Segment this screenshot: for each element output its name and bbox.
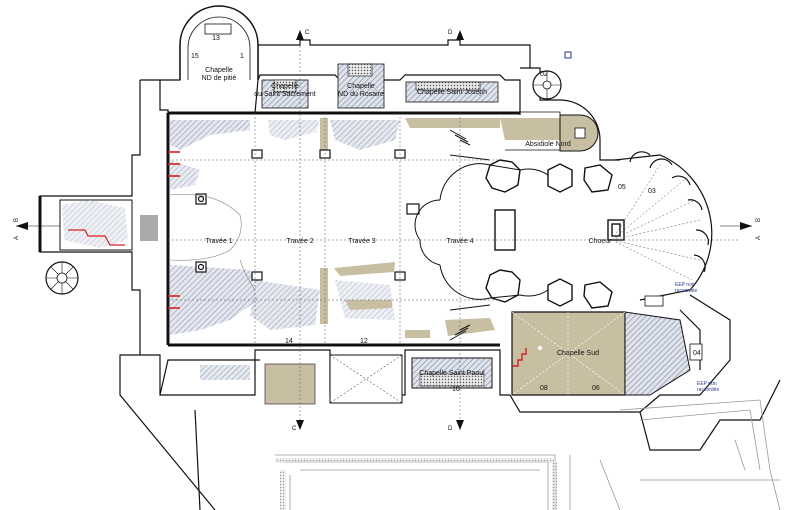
saint-sacrement-altar [273, 79, 297, 93]
num-13: 13 [212, 35, 220, 42]
section-c-top: C [305, 30, 310, 36]
label-chapelle-nd-pitie: Chapelle [205, 67, 233, 74]
num-14: 14 [285, 338, 293, 345]
label-saint-joseph: Chapelle Saint Joseph [417, 89, 487, 96]
saint-joseph-altar [415, 81, 481, 91]
section-d-top: D [448, 30, 453, 36]
crossing-piers [485, 159, 625, 309]
label-travee-2: Travée 2 [286, 238, 313, 245]
label-saint-sacrement: Chapelle [271, 83, 299, 90]
travee1-curves [169, 193, 256, 291]
section-a-left-top: B [14, 218, 20, 222]
label-saint-paoul: Chapelle Saint Paoul [419, 370, 485, 377]
section-b-right: B [756, 218, 762, 222]
walls [39, 39, 781, 510]
vault-lines [168, 30, 740, 430]
num-03: 03 [648, 188, 656, 195]
label-choeur: Choeur [589, 238, 613, 245]
nave-floor [170, 118, 560, 405]
note-eep-2a: EEP non [697, 381, 717, 387]
num-1: 1 [240, 53, 244, 60]
note-eep-1b: raccordée [675, 288, 697, 294]
label-nd-rosaire: Chapelle [347, 83, 375, 90]
chapelle-sud-shape [511, 311, 691, 396]
ne-stair [532, 70, 562, 100]
absidiole-nord-shape [505, 111, 599, 152]
label-chapelle-nd-pitie-2: ND de pitié [202, 75, 237, 82]
label-travee-4: Travée 4 [446, 238, 473, 245]
south-chapels [200, 354, 493, 404]
pillars [195, 149, 420, 281]
num-04: 04 [693, 350, 701, 357]
cloister [275, 399, 781, 510]
chapelle-nd-pitie-shape [179, 5, 259, 80]
nd-rosaire-altar [347, 63, 373, 77]
num-15: 15 [191, 53, 199, 60]
crossing-outline [414, 129, 549, 341]
label-chapelle-sud: Chapelle Sud [557, 350, 599, 357]
section-a-right: A [756, 236, 762, 240]
num-12: 12 [360, 338, 368, 345]
section-d-bottom: D [448, 426, 453, 432]
eep-markers [644, 295, 703, 361]
num-06: 06 [592, 385, 600, 392]
label-saint-sacrement-2: du Saint Sacrement [254, 91, 316, 98]
note-eep-1a: EEP non [675, 282, 695, 288]
cloister-hatch [275, 458, 557, 510]
red-markers [168, 151, 180, 309]
num-05: 05 [618, 184, 626, 191]
num-10: 10 [452, 386, 460, 393]
west-porch [45, 199, 158, 295]
section-c-bottom: C [292, 426, 297, 432]
num-02: 02 [540, 71, 548, 78]
label-nd-rosaire-2: ND du Rosaire [338, 91, 384, 98]
label-travee-3: Travée 3 [348, 238, 375, 245]
section-a-left: A [14, 236, 20, 240]
num-08: 08 [540, 385, 548, 392]
label-absidiole-nord: Absidiole Nord [525, 141, 571, 148]
marker-square [564, 51, 572, 59]
label-travee-1: Travée 1 [205, 238, 232, 245]
note-eep-2b: raccordée [697, 387, 719, 393]
